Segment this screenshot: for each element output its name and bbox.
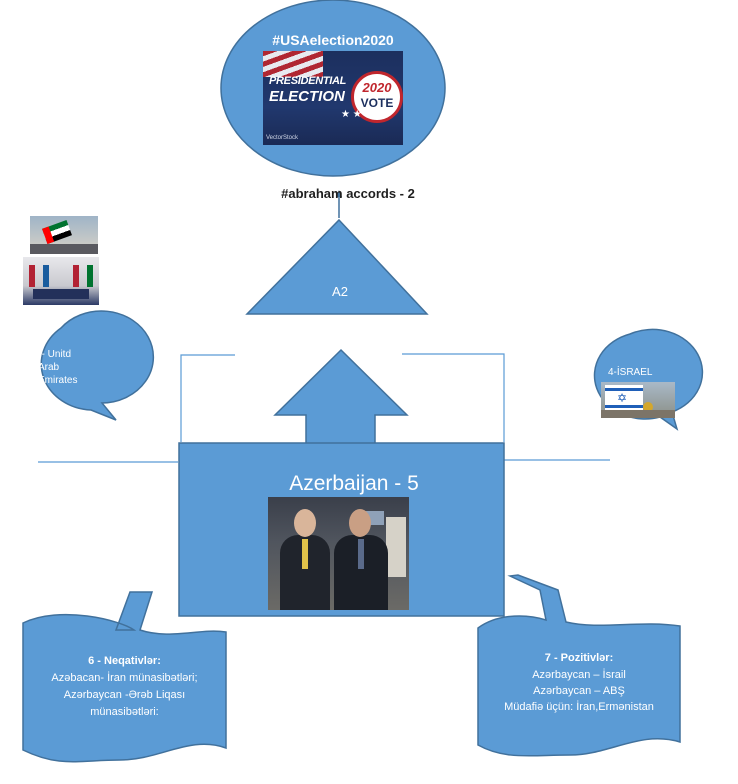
poster-star-icon: ★ ★: [341, 109, 362, 120]
negatives-title: 6 - Neqativlər:: [88, 655, 161, 667]
negatives-line2: Azərbaycan -Ərəb Liqası: [63, 689, 186, 701]
israel-flag-photo: ✡: [601, 382, 675, 418]
abraham-accords-label: #abraham accords - 2: [281, 186, 415, 201]
positives-line3: Müdafiə üçün: İran,Ermənistan: [504, 701, 654, 713]
uae-flag-photo: [30, 216, 98, 254]
israel-label: 4-İSRAEL: [608, 367, 653, 378]
election-poster-image: PRESIDENTIAL ELECTION 2020 VOTE ★ ★ Vect…: [263, 51, 403, 145]
positives-title: 7 - Pozitivlər:: [544, 652, 614, 664]
poster-line1: PRESIDENTIAL: [269, 75, 347, 87]
a2-triangle: [245, 218, 429, 315]
uae-label-line1: 3- Unitd: [36, 349, 72, 360]
poster-vote: VOTE: [360, 96, 394, 110]
up-arrow-shape: [273, 348, 409, 445]
connector-lines: [38, 353, 610, 463]
up-connector-arrowhead: [336, 190, 342, 197]
positives-callout: [477, 574, 681, 757]
uae-label-line2: Arab: [38, 362, 60, 373]
positives-line1: Azərbaycan – İsrail: [532, 669, 626, 681]
uae-label-line3: Emirates: [38, 375, 78, 386]
person-right: [334, 509, 388, 610]
a2-label: A2: [332, 284, 348, 299]
uae-flag-icon: [42, 220, 72, 244]
person-left: [280, 509, 330, 610]
election-hashtag: #USAelection2020: [272, 32, 394, 48]
negatives-line1: Azəbacan- İran münasibətləri;: [51, 672, 198, 684]
poster-vote-badge: 2020 VOTE: [351, 71, 403, 123]
negatives-callout: [22, 591, 227, 763]
poster-line2: ELECTION: [269, 88, 345, 105]
negatives-line3: münasibətləri:: [90, 706, 159, 718]
left-bracket-line: [180, 354, 235, 442]
poster-watermark: VectorStock: [266, 135, 299, 141]
uae-speech-bubble: [40, 310, 155, 421]
signing-ceremony-photo: [23, 257, 99, 305]
azerbaijan-title: Azerbaijan - 5: [289, 472, 419, 495]
positives-line2: Azərbaycan – ABŞ: [533, 685, 625, 697]
poster-year: 2020: [362, 80, 392, 95]
poster-stripes: [263, 51, 323, 77]
officials-meeting-photo: [268, 497, 409, 610]
israel-flag-icon: ✡: [605, 385, 643, 411]
right-bracket-line: [402, 353, 505, 442]
